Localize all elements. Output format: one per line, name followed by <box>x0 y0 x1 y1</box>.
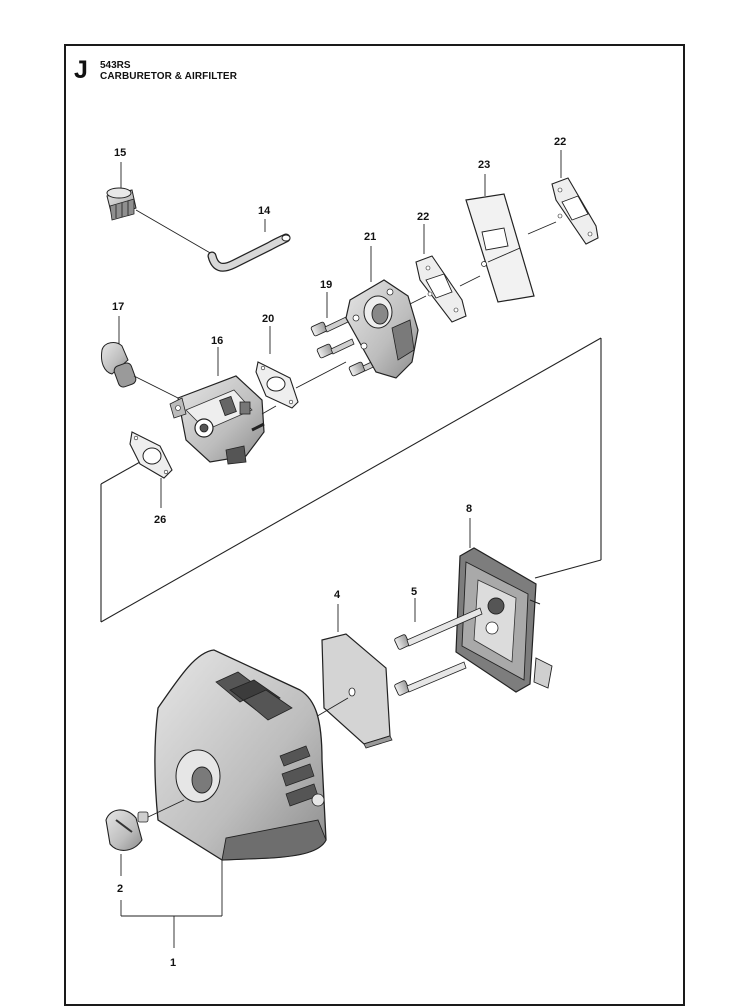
knob-part-2 <box>105 799 185 916</box>
drawing-frame <box>64 44 685 1006</box>
callout-4: 4 <box>334 589 341 601</box>
callout-22-outer: 22 <box>554 136 566 148</box>
gasket-part-26 <box>129 431 173 508</box>
filter-element-part-4 <box>313 604 393 749</box>
callout-23: 23 <box>478 159 490 171</box>
callout-8: 8 <box>466 503 472 515</box>
bolts-part-5 <box>394 598 483 696</box>
insulator-plate-part-23 <box>465 174 557 303</box>
carburetor-part-16 <box>169 347 277 465</box>
callout-19: 19 <box>320 279 332 291</box>
gasket-part-22-inner <box>415 224 481 323</box>
section-letter: J <box>74 56 88 84</box>
fuel-hose-part-14 <box>207 219 291 272</box>
gasket-part-22-outer <box>551 150 599 245</box>
callout-16: 16 <box>211 335 223 347</box>
primer-bulb-part-15 <box>106 162 213 255</box>
callout-26: 26 <box>154 514 166 526</box>
airfilter-holder-part-8 <box>455 518 553 693</box>
choke-knob-part-17 <box>101 316 179 399</box>
diagram-title: CARBURETOR & AIRFILTER <box>100 71 238 82</box>
screw-upper <box>310 316 349 337</box>
bolt-lower <box>394 661 467 696</box>
intake-adapter-part-21 <box>345 246 427 379</box>
callout-2: 2 <box>117 883 123 895</box>
callout-15: 15 <box>114 147 126 159</box>
gasket-part-20 <box>255 326 347 409</box>
assembly-bracket <box>121 915 222 948</box>
callout-1: 1 <box>170 957 176 969</box>
callout-21: 21 <box>364 231 376 243</box>
screw-middle <box>316 338 355 359</box>
callout-20: 20 <box>262 313 274 325</box>
callout-5: 5 <box>411 586 417 598</box>
callout-14: 14 <box>258 205 271 217</box>
filter-cover-part-1 <box>154 649 327 916</box>
assembly-outline <box>100 337 602 623</box>
callout-22-inner: 22 <box>417 211 429 223</box>
bolt-upper <box>394 607 483 650</box>
model-number: 543RS <box>100 60 131 71</box>
callout-17: 17 <box>112 301 124 313</box>
